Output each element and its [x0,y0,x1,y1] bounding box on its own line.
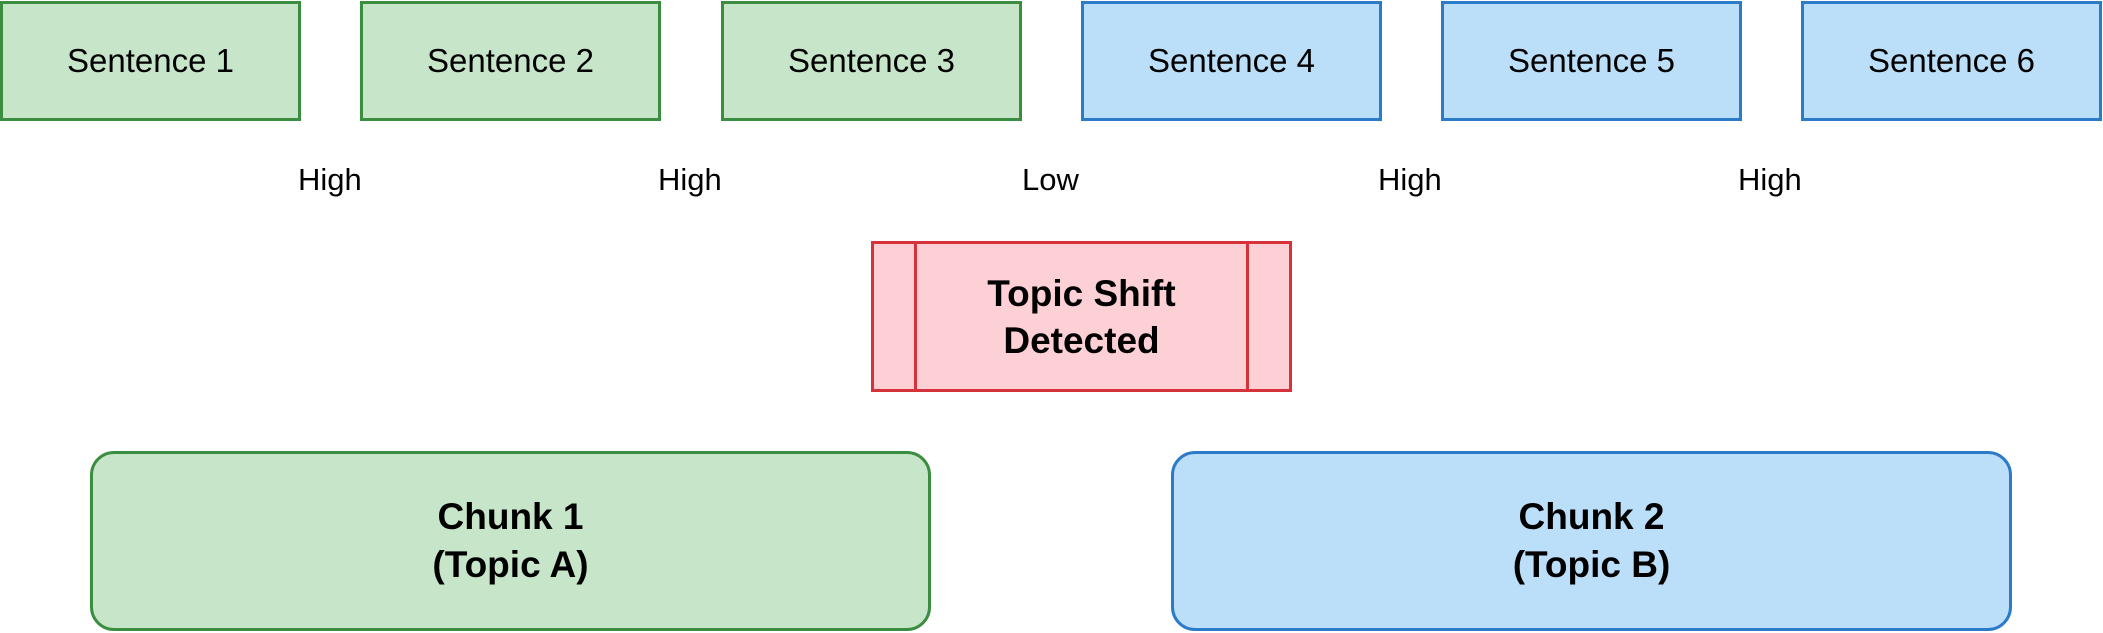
sentence-6-label: Sentence 6 [1868,42,2035,79]
sentence-6-box: Sentence 6 [1801,1,2102,121]
sentence-2-label: Sentence 2 [427,42,594,79]
similarity-4-5: High [1378,162,1442,197]
similarity-1-2: High [298,162,362,197]
sentence-4-box: Sentence 4 [1081,1,1382,121]
topic-shift-line-2: Detected [1003,319,1160,361]
chunk-1-box: Chunk 1 (Topic A) [90,451,931,631]
sentence-3-label: Sentence 3 [788,42,955,79]
topic-shift-box: Topic Shift Detected [871,241,1292,392]
sentence-3-box: Sentence 3 [721,1,1022,121]
sentence-4-label: Sentence 4 [1148,42,1315,79]
chunk-2-text: Chunk 2 (Topic B) [1513,493,1671,589]
similarity-2-3: High [658,162,722,197]
chunk-2-title: Chunk 2 [1518,496,1665,537]
chunk-2-topic: (Topic B) [1512,544,1671,585]
sentence-5-label: Sentence 5 [1508,42,1675,79]
chunk-2-box: Chunk 2 (Topic B) [1171,451,2012,631]
similarity-3-4: Low [1022,162,1079,197]
shift-box-right-bar [1246,244,1249,389]
sentence-1-label: Sentence 1 [67,42,234,79]
topic-shift-line-1: Topic Shift [987,272,1176,314]
chunk-1-text: Chunk 1 (Topic A) [432,493,588,589]
topic-shift-text: Topic Shift Detected [987,270,1175,364]
chunk-1-title: Chunk 1 [437,496,584,537]
sentence-1-box: Sentence 1 [0,1,301,121]
similarity-5-6: High [1738,162,1802,197]
sentence-2-box: Sentence 2 [360,1,661,121]
shift-box-left-bar [914,244,917,389]
sentence-5-box: Sentence 5 [1441,1,1742,121]
chunk-1-topic: (Topic A) [432,544,589,585]
